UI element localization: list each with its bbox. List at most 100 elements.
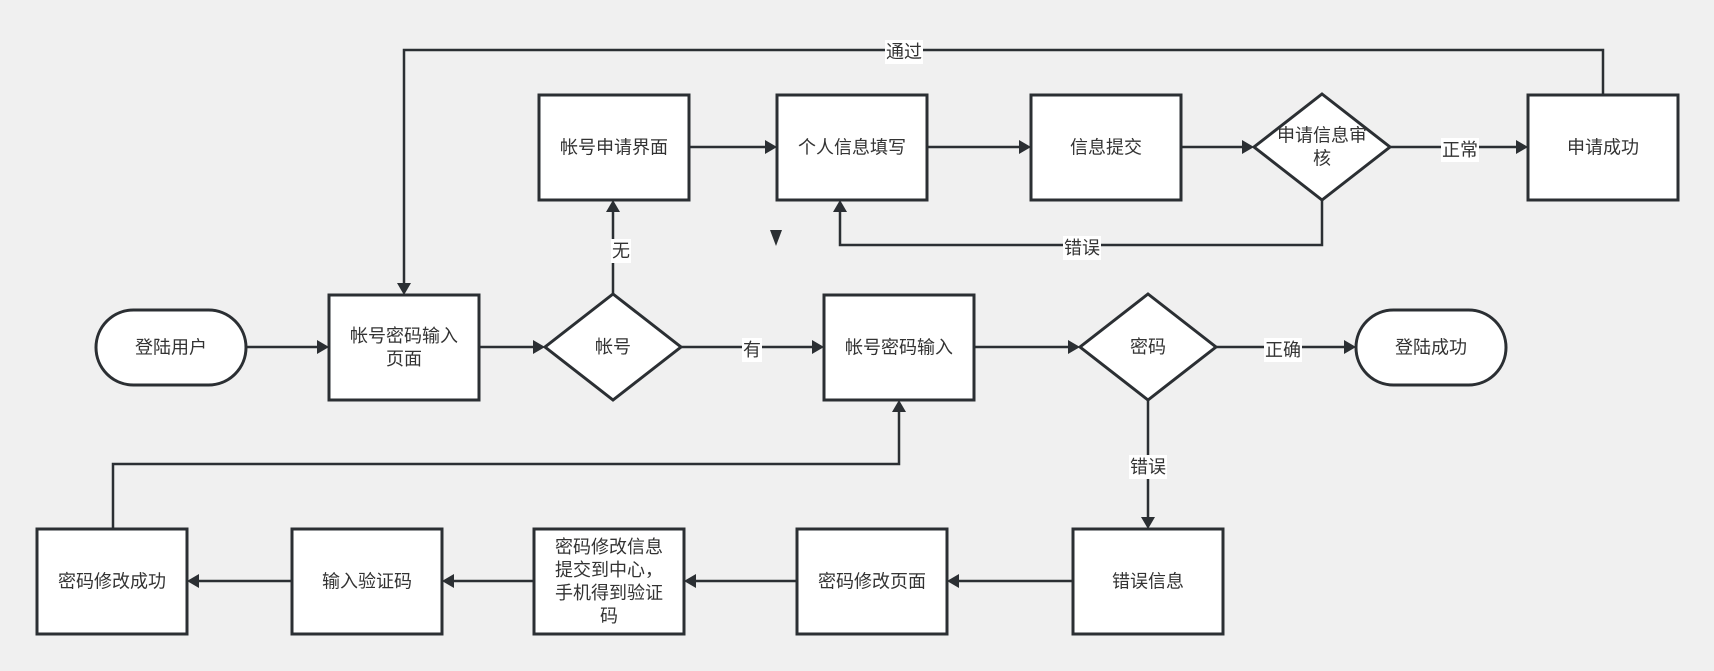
edge-label-background bbox=[742, 338, 762, 362]
edge-password-decision-to-error-info: 错误 bbox=[1129, 400, 1167, 529]
node-label: 密码修改页面 bbox=[818, 572, 926, 593]
process-box[interactable] bbox=[532, 527, 686, 636]
node-label: 帐号 bbox=[595, 337, 631, 358]
edge-label: 错误 bbox=[1064, 238, 1100, 259]
edge-label: 正常 bbox=[1442, 140, 1478, 161]
edge-account-pw-page-to-account-decision bbox=[479, 340, 545, 354]
edge-account-pw-input-to-password-decision bbox=[974, 340, 1080, 354]
node-label: 申请成功 bbox=[1567, 138, 1639, 159]
edge-apply-review-to-apply-success: 正常 bbox=[1390, 138, 1528, 162]
arrowhead-icon bbox=[1141, 517, 1155, 529]
process-box[interactable] bbox=[795, 527, 949, 636]
node-password-decision[interactable]: 密码 bbox=[1077, 292, 1219, 402]
connector-line bbox=[402, 48, 1605, 283]
process-box[interactable] bbox=[775, 93, 929, 202]
node-pw-change-success[interactable]: 密码修改成功 bbox=[35, 527, 189, 636]
arrowhead-icon bbox=[187, 574, 199, 588]
edge-label-background bbox=[611, 239, 631, 263]
connector-line bbox=[111, 412, 901, 529]
process-box[interactable] bbox=[1029, 93, 1183, 202]
node-login-success[interactable]: 登陆成功 bbox=[1354, 308, 1508, 387]
decision-diamond[interactable] bbox=[1077, 292, 1219, 402]
node-label: 登陆成功 bbox=[1395, 338, 1467, 359]
edge-error-info-to-pw-change-page bbox=[947, 574, 1073, 588]
arrowhead-icon bbox=[606, 200, 620, 212]
node-label: 手机得到验证 bbox=[555, 583, 663, 604]
process-box[interactable] bbox=[1526, 93, 1680, 202]
node-label: 核 bbox=[1313, 149, 1331, 170]
node-account-decision[interactable]: 帐号 bbox=[542, 292, 684, 402]
stray-arrow-marker-icon bbox=[770, 230, 782, 246]
decision-diamond[interactable] bbox=[542, 292, 684, 402]
edge-label: 无 bbox=[612, 241, 630, 262]
process-box[interactable] bbox=[1071, 527, 1225, 636]
edge-apply-success-to-account-pw-page: 通过 bbox=[397, 40, 1605, 295]
arrowhead-icon bbox=[1019, 140, 1031, 154]
node-label: 密码修改成功 bbox=[58, 572, 166, 593]
arrowhead-icon bbox=[397, 283, 411, 295]
arrowhead-icon bbox=[892, 400, 906, 412]
edge-pw-change-success-to-account-pw-input bbox=[111, 400, 906, 529]
edge-account-decision-to-apply-page: 无 bbox=[606, 200, 631, 294]
node-label: 帐号申请界面 bbox=[560, 138, 668, 159]
node-label: 信息提交 bbox=[1070, 138, 1142, 159]
node-label: 错误信息 bbox=[1112, 572, 1184, 593]
edge-login-user-to-account-pw-page bbox=[246, 340, 329, 354]
node-label: 帐号密码输入 bbox=[350, 326, 458, 347]
node-login-user[interactable]: 登陆用户 bbox=[94, 308, 248, 387]
terminator-shape[interactable] bbox=[94, 308, 248, 387]
node-label: 页面 bbox=[386, 349, 422, 370]
edge-account-decision-to-account-pw-input: 有 bbox=[681, 338, 824, 362]
node-personal-info[interactable]: 个人信息填写 bbox=[775, 93, 929, 202]
process-box[interactable] bbox=[290, 527, 444, 636]
node-label: 个人信息填写 bbox=[798, 138, 906, 159]
arrowhead-icon bbox=[684, 574, 696, 588]
edge-pw-change-page-to-pw-change-submit bbox=[684, 574, 797, 588]
arrowhead-icon bbox=[533, 340, 545, 354]
node-pw-change-page[interactable]: 密码修改页面 bbox=[795, 527, 949, 636]
arrowhead-icon bbox=[1242, 140, 1254, 154]
node-label: 码 bbox=[600, 606, 618, 627]
node-account-pw-input[interactable]: 帐号密码输入 bbox=[822, 293, 976, 402]
terminator-shape[interactable] bbox=[1354, 308, 1508, 387]
arrowhead-icon bbox=[1516, 140, 1528, 154]
node-info-submit[interactable]: 信息提交 bbox=[1029, 93, 1183, 202]
node-error-info[interactable]: 错误信息 bbox=[1071, 527, 1225, 636]
edge-label: 通过 bbox=[886, 42, 922, 63]
node-label: 密码 bbox=[1130, 337, 1166, 358]
edge-label-background bbox=[885, 40, 923, 64]
node-apply-success[interactable]: 申请成功 bbox=[1526, 93, 1680, 202]
node-label: 申请信息审 bbox=[1277, 126, 1367, 147]
edge-label-background bbox=[1264, 338, 1302, 362]
edge-label: 有 bbox=[743, 340, 761, 361]
edge-apply-page-to-personal-info bbox=[689, 140, 777, 154]
process-box[interactable] bbox=[822, 293, 976, 402]
edge-label-background bbox=[1129, 455, 1167, 479]
edge-apply-review-to-personal-info: 错误 bbox=[833, 200, 1324, 260]
edge-label: 正确 bbox=[1265, 340, 1301, 361]
process-box[interactable] bbox=[327, 293, 481, 402]
decision-diamond[interactable] bbox=[1251, 92, 1393, 202]
arrowhead-icon bbox=[765, 140, 777, 154]
node-label: 密码修改信息 bbox=[555, 537, 663, 558]
edge-label: 错误 bbox=[1130, 457, 1166, 478]
node-label: 帐号密码输入 bbox=[845, 338, 953, 359]
edge-label-background bbox=[1441, 138, 1479, 162]
node-input-code[interactable]: 输入验证码 bbox=[290, 527, 444, 636]
process-box[interactable] bbox=[537, 93, 691, 202]
edge-personal-info-to-info-submit bbox=[927, 140, 1031, 154]
node-label: 提交到中心， bbox=[555, 560, 663, 581]
node-label: 输入验证码 bbox=[322, 572, 412, 593]
arrowhead-icon bbox=[947, 574, 959, 588]
arrowhead-icon bbox=[833, 200, 847, 212]
arrowhead-icon bbox=[1344, 340, 1356, 354]
node-apply-page[interactable]: 帐号申请界面 bbox=[537, 93, 691, 202]
process-box[interactable] bbox=[35, 527, 189, 636]
node-label: 登陆用户 bbox=[135, 338, 207, 359]
arrowhead-icon bbox=[317, 340, 329, 354]
